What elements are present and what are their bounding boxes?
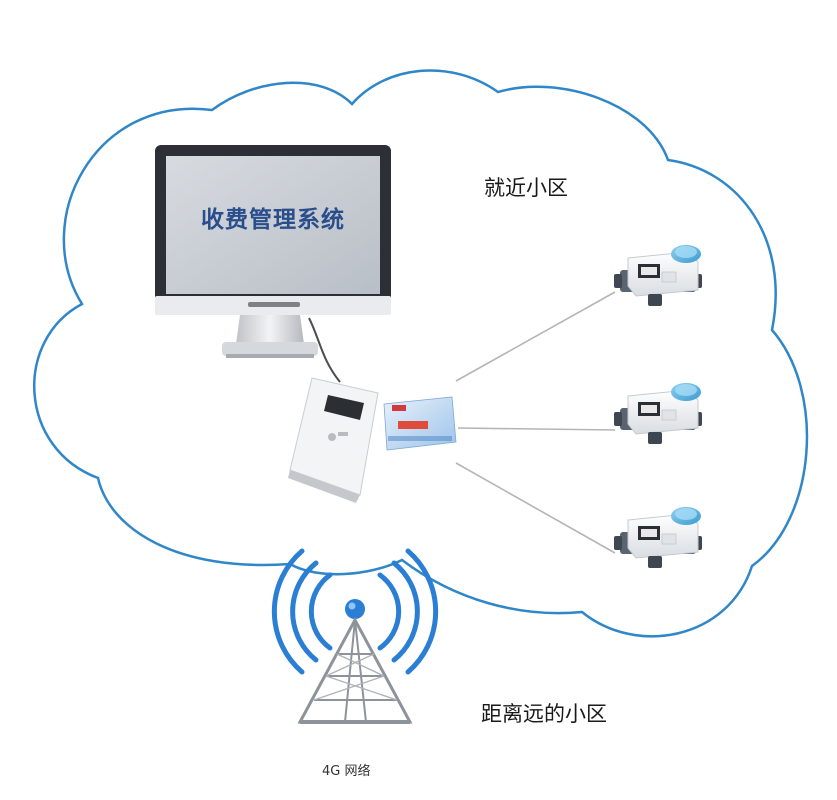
water-meter-icon	[613, 506, 703, 569]
water-meter-icon	[613, 244, 703, 307]
network-label: 4G 网络	[322, 764, 371, 779]
link-line-bottom	[455, 462, 616, 554]
screen-title: 收费管理系统	[201, 207, 345, 233]
card-reader-icon	[288, 377, 379, 503]
user-card-icon	[383, 396, 457, 451]
nearby-community-label: 就近小区	[484, 176, 568, 200]
cloud-outline	[33, 69, 809, 638]
signal-tower-icon	[271, 548, 439, 724]
monitor-icon	[155, 145, 391, 383]
link-line-middle	[457, 427, 616, 431]
link-line-top	[455, 291, 616, 382]
far-community-label: 距离远的小区	[481, 702, 607, 726]
water-meter-icon	[613, 382, 703, 445]
